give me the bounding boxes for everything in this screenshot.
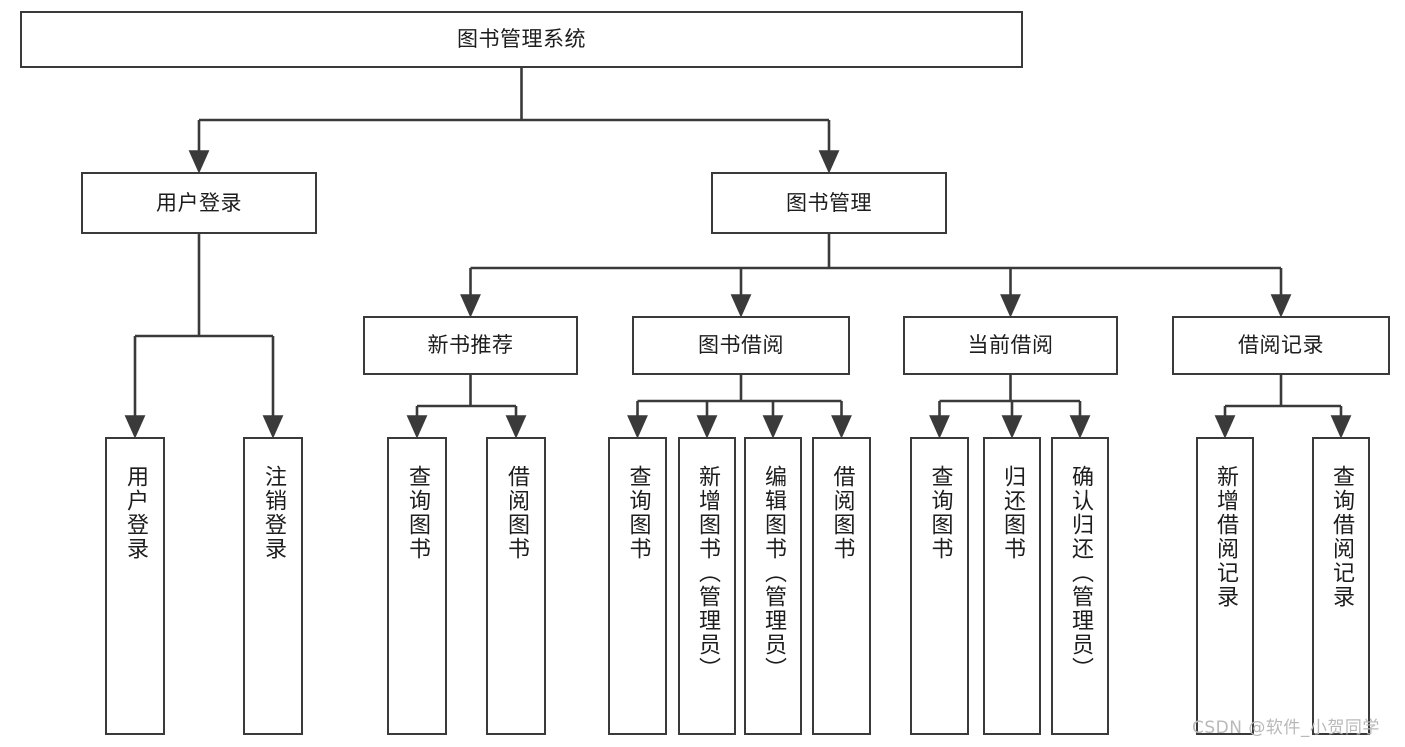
node-newbook[interactable]: 新书推荐 [363, 316, 578, 375]
node-login[interactable]: 用户登录 [81, 172, 317, 234]
node-label: 用户登录 [122, 465, 148, 561]
node-label: 查询图书 [625, 465, 651, 561]
node-label: 注销登录 [260, 465, 286, 561]
node-label: 图书管理系统 [457, 27, 586, 52]
node-records[interactable]: 借阅记录 [1172, 316, 1390, 375]
node-label: 查询图书 [927, 465, 953, 561]
node-label: 新增借阅记录 [1212, 465, 1238, 609]
node-label: 用户登录 [156, 190, 242, 215]
node-borrow[interactable]: 图书借阅 [632, 316, 850, 375]
node-l-bk-edit[interactable]: 编辑图书（管理员） [744, 437, 802, 735]
node-root[interactable]: 图书管理系统 [20, 11, 1023, 68]
csdn-watermark: CSDN @软件_小贺同学 [1192, 718, 1380, 738]
node-l-nb-query[interactable]: 查询图书 [387, 437, 447, 735]
node-label: 新增图书（管理员） [694, 465, 720, 681]
node-l-rc-query[interactable]: 查询借阅记录 [1312, 437, 1370, 735]
node-l-bk-query[interactable]: 查询图书 [608, 437, 667, 735]
node-label: 借阅记录 [1238, 333, 1324, 358]
node-current[interactable]: 当前借阅 [903, 316, 1118, 375]
node-label: 新书推荐 [427, 333, 514, 358]
node-l-logout[interactable]: 注销登录 [243, 437, 303, 735]
node-label: 图书管理 [786, 190, 872, 215]
node-bookmgmt[interactable]: 图书管理 [711, 172, 947, 234]
node-label: 查询图书 [404, 465, 430, 561]
node-label: 图书借阅 [698, 333, 784, 358]
node-label: 查询借阅记录 [1328, 465, 1354, 609]
node-label: 当前借阅 [967, 333, 1054, 358]
node-label: 归还图书 [999, 465, 1025, 561]
node-l-cu-query[interactable]: 查询图书 [910, 437, 969, 735]
node-label: 借阅图书 [503, 465, 529, 561]
node-label: 借阅图书 [829, 465, 855, 561]
node-l-nb-borrow[interactable]: 借阅图书 [486, 437, 546, 735]
node-l-rc-add[interactable]: 新增借阅记录 [1196, 437, 1254, 735]
node-l-bk-add[interactable]: 新增图书（管理员） [678, 437, 736, 735]
node-l-bk-borrow[interactable]: 借阅图书 [812, 437, 871, 735]
node-l-userlogin[interactable]: 用户登录 [105, 437, 165, 735]
node-label: 确认归还（管理员） [1067, 465, 1093, 681]
node-label: 编辑图书（管理员） [760, 465, 786, 681]
node-l-cu-return[interactable]: 归还图书 [983, 437, 1041, 735]
node-l-cu-confirm[interactable]: 确认归还（管理员） [1051, 437, 1109, 735]
